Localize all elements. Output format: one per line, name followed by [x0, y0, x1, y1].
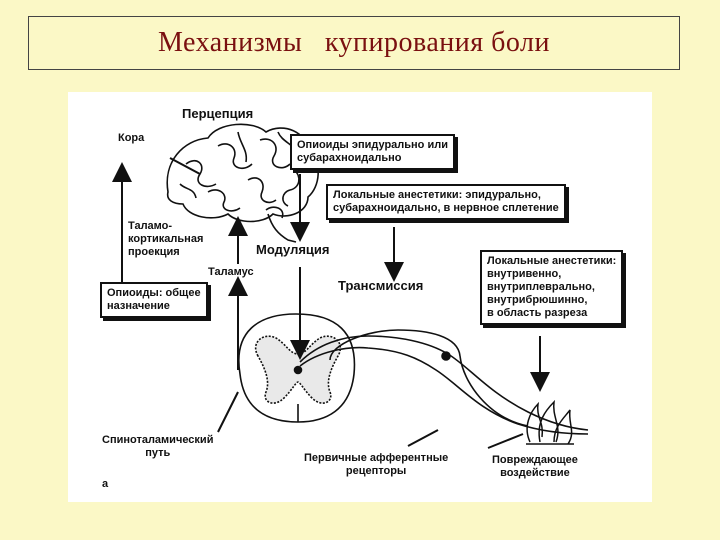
modulation-label: Модуляция — [256, 242, 330, 257]
brain-illustration — [166, 123, 319, 243]
primary-afferent-label: Первичные афферентные рецепторы — [304, 452, 449, 477]
cortex-label: Кора — [118, 132, 145, 144]
spinal-cord-illustration — [238, 313, 356, 423]
opioids-epidural-box: Опиоиды эпидурально или субарахноидально — [290, 134, 455, 170]
thalamus-label: Таламус — [208, 266, 254, 278]
slide-title-box: Механизмы купирования боли — [28, 16, 680, 70]
local-anesthetics-epidural-box: Локальные анестетики: эпидурально, субар… — [326, 184, 566, 220]
panel-letter: а — [102, 478, 109, 490]
thalamocortical-label: Таламо- кортикальная проекция — [128, 220, 204, 258]
transmission-label: Трансмиссия — [338, 278, 424, 293]
nerve-pathway — [299, 329, 589, 435]
spinothalamic-label: Спиноталамический путь — [102, 434, 214, 459]
local-anesthetics-iv-box: Локальные анестетики: внутривенно, внутр… — [480, 250, 624, 325]
perception-label: Перцепция — [182, 106, 254, 121]
pain-mechanism-figure: Перцепция Кора Таламо- кортикальная прое… — [68, 92, 652, 502]
diagram-drawing — [112, 123, 589, 449]
flame-illustration — [526, 399, 574, 445]
damaging-label: Повреждающее воздействие — [492, 454, 578, 479]
diagram-arrows — [112, 157, 550, 449]
slide-title: Механизмы купирования боли — [158, 27, 550, 58]
opioids-general-box: Опиоиды: общее назначение — [100, 282, 208, 318]
